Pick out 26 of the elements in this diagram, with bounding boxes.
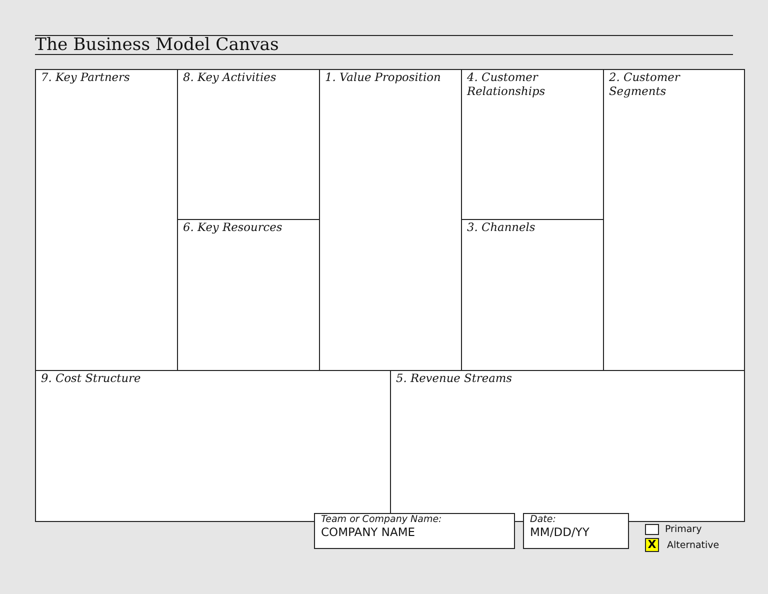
section-heading: 3. Channels xyxy=(467,221,536,234)
section-heading: 8. Key Activities xyxy=(183,71,278,84)
canvas-section xyxy=(35,69,178,371)
section-heading: 5. Revenue Streams xyxy=(396,372,514,386)
canvas-section xyxy=(319,69,462,371)
canvas-section xyxy=(461,69,604,220)
section-heading: 2. Customer Segments xyxy=(609,71,682,98)
canvas-section xyxy=(177,219,320,371)
section-heading: 4. Customer Relationships xyxy=(467,71,546,98)
title: The Business Model Canvas xyxy=(35,35,279,55)
canvas-section xyxy=(603,69,745,371)
check-mark: X xyxy=(646,539,658,551)
field-label: Date: xyxy=(530,514,556,525)
field-value: COMPANY NAME xyxy=(321,525,416,539)
field-label: Team or Company Name: xyxy=(321,514,442,525)
field-value: MM/DD/YY xyxy=(530,525,590,539)
section-heading: 7. Key Partners xyxy=(41,71,131,84)
date-field xyxy=(523,513,629,549)
section-heading: 6. Key Resources xyxy=(183,221,284,234)
canvas-section xyxy=(177,69,320,220)
section-heading: 1. Value Proposition xyxy=(325,71,442,84)
legend-label: Primary xyxy=(665,524,702,535)
name-field xyxy=(314,513,515,549)
canvas-section xyxy=(461,219,604,371)
section-heading: 9. Cost Structure xyxy=(41,372,142,386)
legend-label: Alternative xyxy=(667,540,720,551)
